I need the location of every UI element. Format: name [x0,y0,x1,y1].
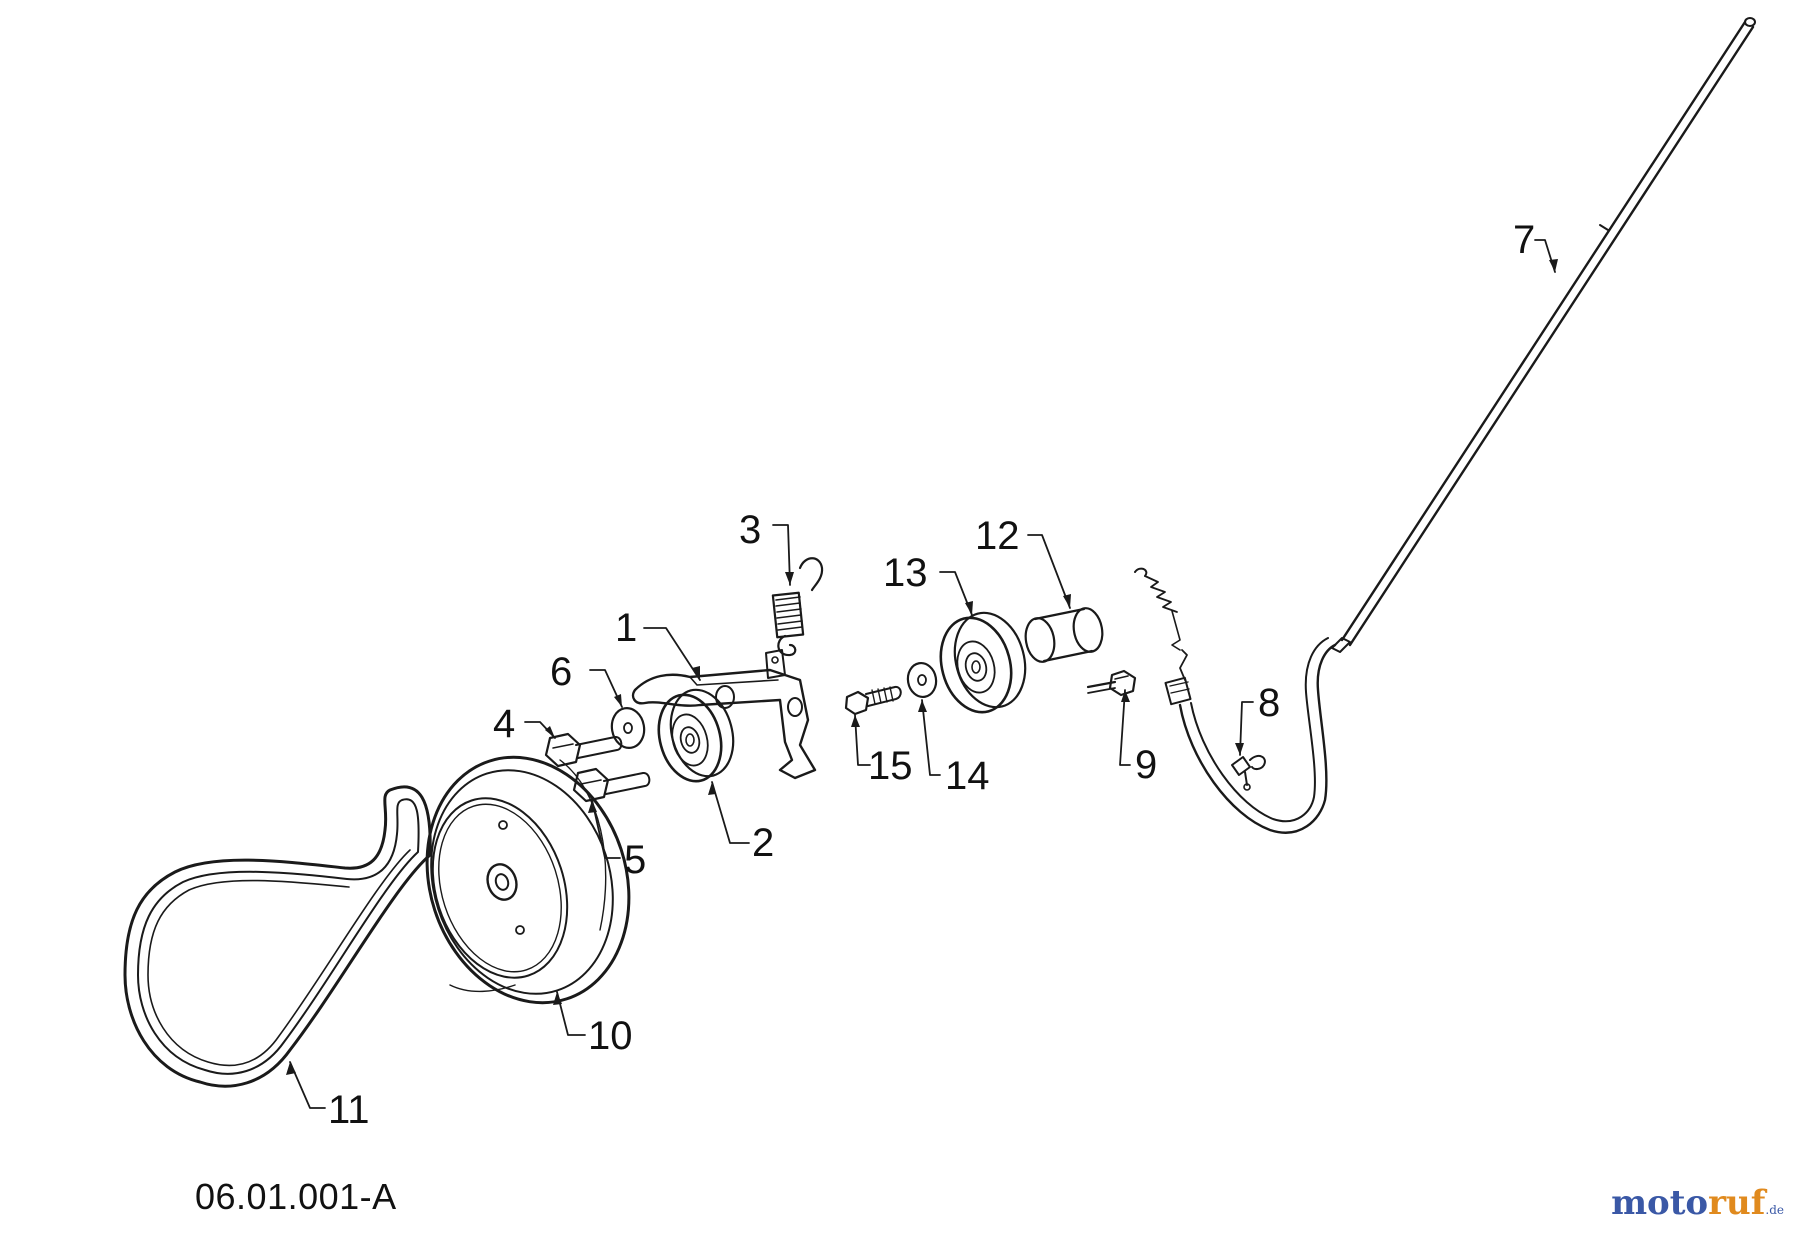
part-label-12: 12 [975,514,1020,558]
part-label-7: 7 [1513,218,1536,262]
part-label-3: 3 [739,508,762,552]
part-label-2: 2 [752,821,775,865]
part-label-13: 13 [883,551,928,595]
extension-spring [771,557,824,657]
spacer-sleeve [1024,607,1104,663]
part-label-10: 10 [588,1014,633,1058]
watermark-logo: motoruf.de [1611,1183,1784,1223]
flat-idler-pulley [939,611,1027,714]
watermark-part1: moto [1611,1183,1709,1223]
diagram-code: 06.01.001-A [195,1176,397,1217]
washer-6 [610,707,646,749]
control-cable [1134,17,1756,834]
shoulder-bolt [844,685,902,716]
part-label-11: 11 [328,1088,370,1132]
part-label-6: 6 [550,650,573,694]
part-label-14: 14 [945,754,990,798]
screw-9 [1086,669,1137,697]
washer-14 [906,661,938,699]
part-label-4: 4 [493,702,516,746]
part-label-5: 5 [624,838,647,882]
part-label-9: 9 [1135,743,1158,787]
bolt-5 [572,767,651,803]
cable-clip [1231,754,1266,791]
watermark-part2: ruf [1708,1183,1766,1223]
idler-pulley [657,688,735,783]
leader-arrowheads [286,259,1558,1075]
drive-pulley [425,755,631,1005]
part-label-15: 15 [868,744,913,788]
part-label-1: 1 [615,606,638,650]
bolt-4 [544,732,623,768]
part-label-8: 8 [1258,681,1281,725]
watermark-part3: .de [1765,1203,1784,1217]
idler-bracket [631,649,817,780]
v-belt [123,785,432,1088]
